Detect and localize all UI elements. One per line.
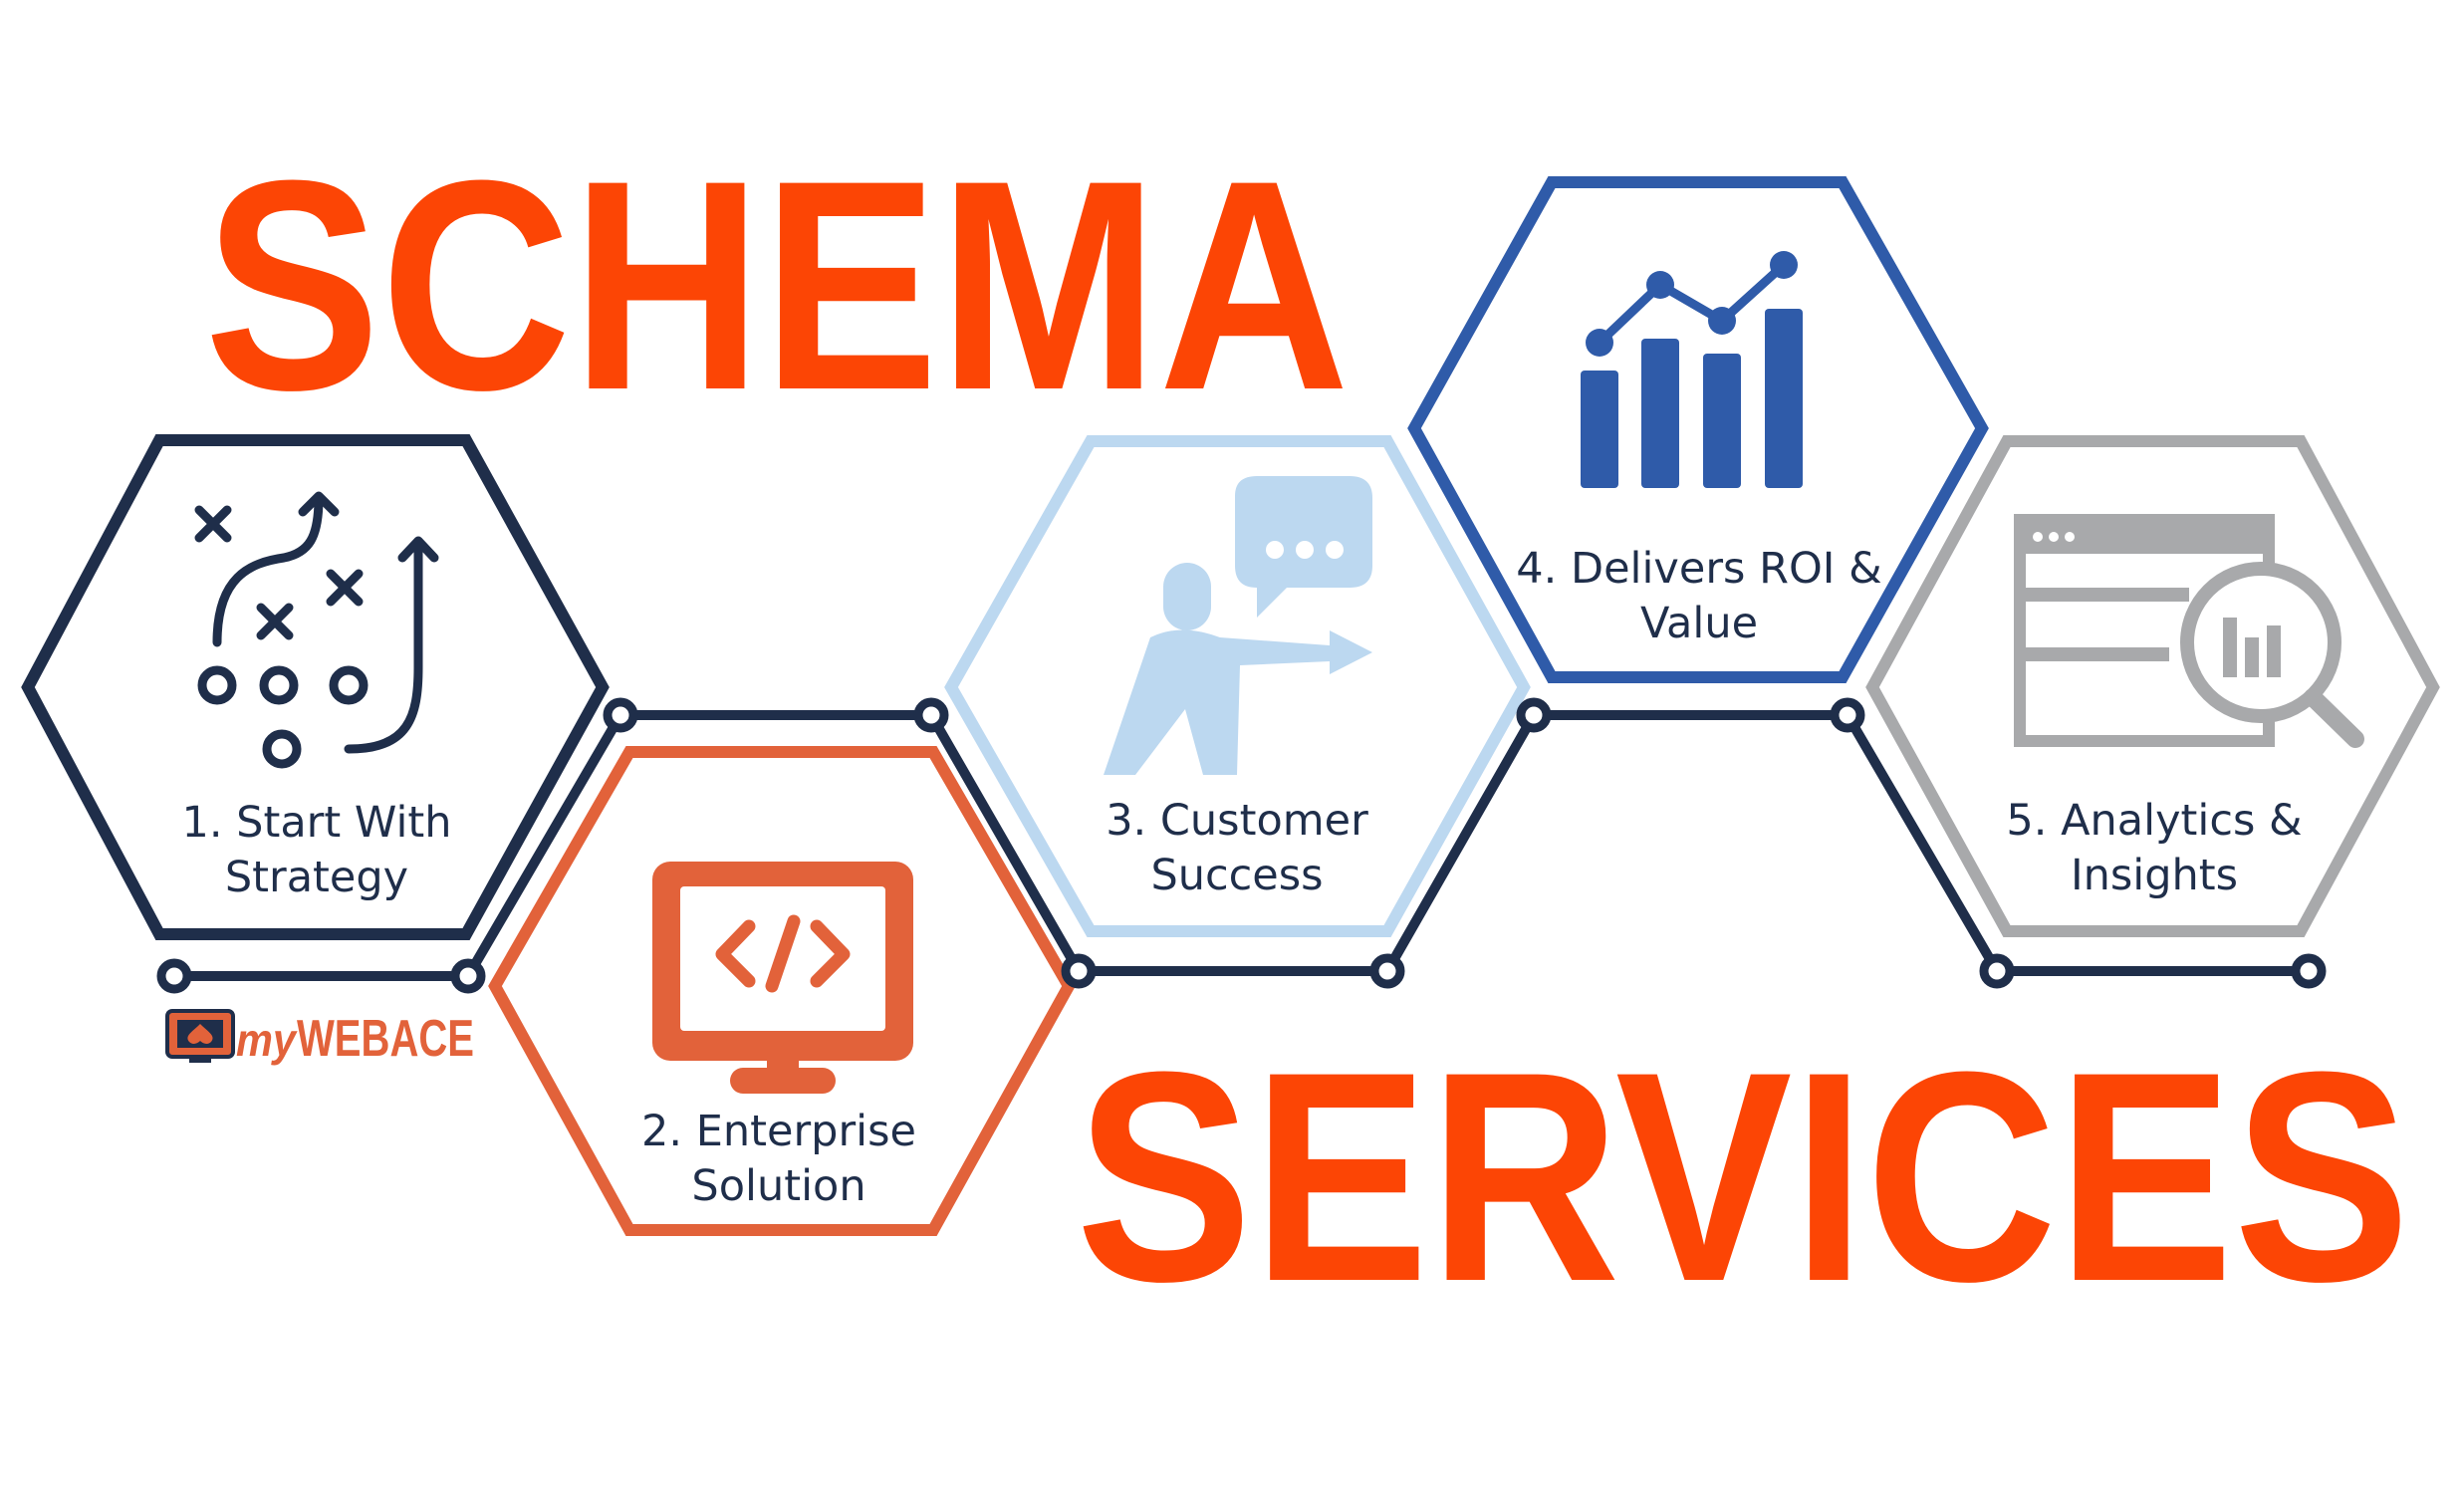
brand-name: WEBACE: [297, 1010, 474, 1068]
monitor-spade-logo: [165, 1009, 235, 1063]
connector-line: [1843, 710, 2002, 976]
connector-lines: [169, 710, 2314, 981]
brand-logo: my WEBACE: [165, 1009, 474, 1068]
hexagon-step-2: [488, 746, 1076, 1236]
step-label-line: 1. Start With: [181, 798, 451, 848]
connector-node: [1516, 697, 1552, 733]
step-5-label: 5. Analytics & Insights: [2006, 796, 2302, 900]
connector-node: [1369, 953, 1405, 989]
connector-node: [913, 697, 949, 733]
brand-prefix: my: [236, 1014, 298, 1066]
step-label-line: 2. Enterprise: [641, 1107, 916, 1156]
step-label-line: Insights: [2071, 851, 2238, 900]
step-4-label: 4. Delivers ROI & Value: [1516, 544, 1881, 648]
hexagon-step-1: [21, 434, 610, 940]
hexagon-step-5: [1865, 435, 2440, 937]
connector-nodes: [156, 697, 2327, 994]
hexagon-step-3: [944, 435, 1531, 937]
headline-services: SERVICES: [1076, 1009, 2410, 1344]
connector-node: [1979, 953, 2015, 989]
step-label-line: Success: [1150, 851, 1323, 900]
step-1-label: 1. Start With Strategy: [181, 798, 451, 902]
connector-node: [1061, 953, 1097, 989]
step-label-line: 5. Analytics &: [2006, 796, 2302, 846]
customer-presenting-icon: [1104, 476, 1372, 775]
step-label-line: Value: [1640, 599, 1758, 648]
connector-line: [926, 710, 1084, 976]
hexagon-step-4: [1407, 176, 1989, 683]
connector-line: [463, 710, 625, 981]
connector-node: [603, 697, 638, 733]
step-2-label: 2. Enterprise Solution: [641, 1107, 916, 1211]
code-monitor-icon: [652, 862, 913, 1094]
connector-node: [450, 958, 486, 994]
strategy-playbook-icon: [194, 491, 439, 769]
step-label-line: 4. Delivers ROI &: [1516, 544, 1881, 594]
growth-chart-icon: [1581, 251, 1803, 488]
step-label-line: Solution: [691, 1161, 865, 1211]
step-3-label: 3. Customer Success: [1106, 796, 1368, 900]
step-label-line: 3. Customer: [1106, 796, 1368, 846]
connector-node: [1830, 697, 1865, 733]
headline-schema: SCHEMA: [204, 118, 1350, 452]
connector-line: [1382, 710, 1539, 976]
step-label-line: Strategy: [225, 853, 408, 902]
connector-node: [156, 958, 192, 994]
analytics-magnifier-icon: [2014, 514, 2364, 748]
connector-node: [2291, 953, 2327, 989]
